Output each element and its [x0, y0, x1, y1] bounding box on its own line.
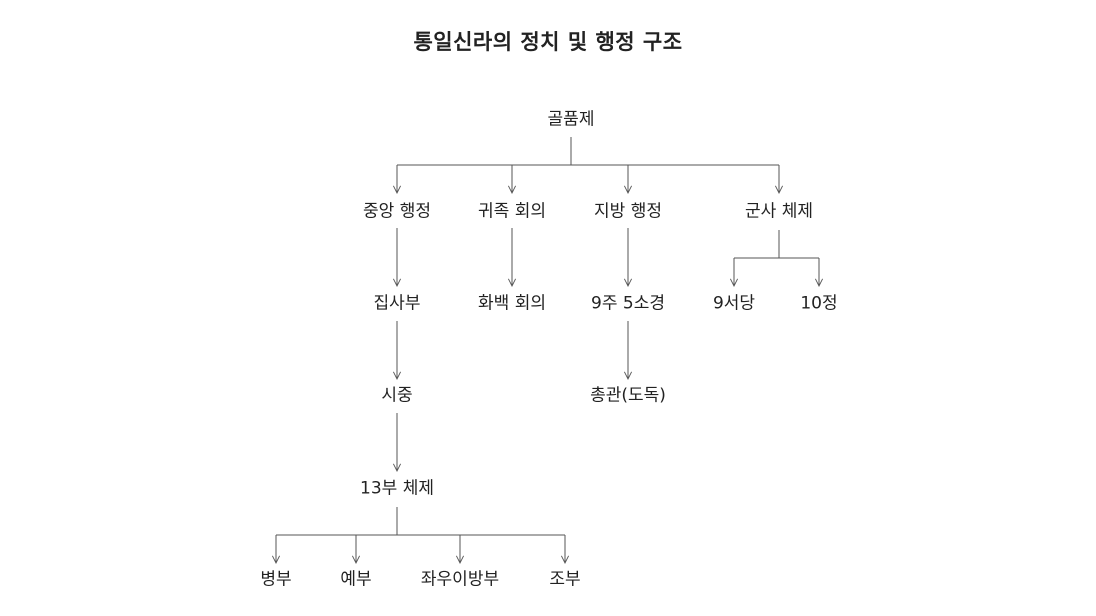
node-military-system: 군사 체제	[745, 201, 813, 222]
node-jobu: 조부	[549, 569, 581, 590]
node-local-admin: 지방 행정	[594, 201, 662, 222]
node-chonggwan: 총관(도독)	[590, 385, 666, 406]
node-jwauibangbu: 좌우이방부	[420, 569, 500, 590]
node-byeongbu: 병부	[260, 569, 292, 590]
node-jipsabu: 집사부	[373, 293, 421, 314]
diagram-title: 통일신라의 정치 및 행정 구조	[413, 30, 683, 54]
node-13bu-system: 13부 체제	[360, 478, 434, 499]
node-central-admin: 중앙 행정	[363, 201, 431, 222]
node-provinces: 9주 5소경	[591, 293, 665, 314]
node-sijung: 시중	[381, 385, 413, 406]
edge-root-to-level1	[397, 137, 779, 193]
node-golpumje: 골품제	[547, 109, 595, 130]
node-hwabaek-council: 화백 회의	[478, 293, 546, 314]
node-9-seodang: 9서당	[712, 293, 756, 314]
node-noble-council: 귀족 회의	[478, 201, 546, 222]
edge-bu13-to-departments	[276, 507, 565, 563]
node-yebu: 예부	[340, 569, 372, 590]
node-10-jeong: 10정	[800, 293, 838, 314]
edge-military-to-units	[734, 230, 819, 286]
